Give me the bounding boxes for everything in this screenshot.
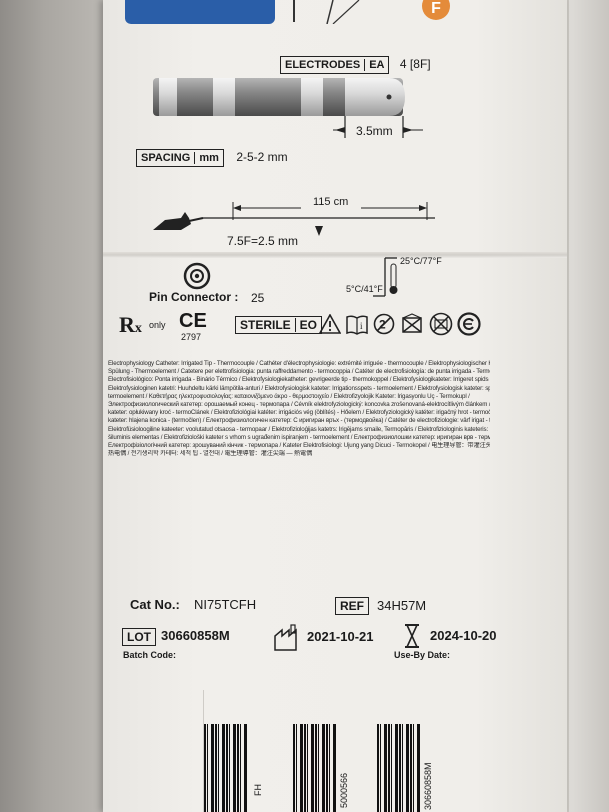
- description-line: kateter: opłukiwany kroć - termoČlánek /…: [108, 409, 490, 417]
- catheter-length: 115 cm: [313, 196, 349, 208]
- lot-number: 30660858M: [161, 628, 230, 643]
- temperature-limit-icon: [373, 257, 398, 297]
- manufacture-date: 2021-10-21: [307, 629, 374, 644]
- brand-logo-block: [125, 0, 275, 24]
- description-line: 热电偶 / 전기생리학 카테터: 세척 팁 - 열전대 / 電生理導管：灌注尖端…: [108, 450, 313, 458]
- description-line: termoelement / Καθετήρας ηλεκτροφυσιολογ…: [108, 392, 470, 400]
- do-not-use-if-damaged-icon: [402, 313, 422, 333]
- catheter-length-diagram: [153, 202, 435, 230]
- pin-connector-label: Pin Connector :: [149, 290, 239, 304]
- multilingual-description: Electrophysiology Catheter: Irrigated Ti…: [108, 360, 490, 458]
- description-line: Electrophysiology Catheter: Irrigated Ti…: [108, 360, 490, 367]
- barcode-3: [377, 724, 421, 812]
- barcode-region: [203, 690, 514, 812]
- catheter-tip-illustration: [153, 78, 405, 116]
- use-by-caption: Use-By Date:: [394, 650, 451, 660]
- description-line: kateter: hlajena konica - (termočlen) / …: [108, 417, 490, 425]
- catheter-diameter: 7.5F=2.5 mm: [227, 234, 299, 248]
- barcode-2: [293, 724, 337, 812]
- french-size-badge: F: [422, 0, 450, 20]
- description-line: Spülung - Thermoelement / Catetere per e…: [108, 368, 490, 376]
- temperature-high: 25°C/77°F: [400, 256, 442, 266]
- caution-icon: [319, 314, 341, 334]
- batch-code-caption: Batch Code:: [123, 650, 177, 660]
- background-right: [569, 0, 609, 812]
- rx-symbol-icon: Rx: [119, 312, 142, 337]
- spacing-value: 2-5-2 mm: [236, 150, 288, 164]
- ce-number: 2797: [181, 332, 202, 342]
- hourglass-icon: [405, 624, 419, 648]
- background-left: [0, 0, 110, 812]
- rx-only-label: only: [149, 320, 166, 330]
- barcode-text-1: FH: [253, 784, 263, 796]
- description-line: Elektrofysiologinen katetri: Huuhdeltu k…: [108, 384, 490, 392]
- svg-text:i: i: [360, 321, 363, 331]
- use-by-date: 2024-10-20: [430, 628, 497, 643]
- lot-label: LOT: [122, 628, 156, 646]
- tip-dimension: 3.5mm: [356, 124, 393, 138]
- description-line: šiluminis elementas / Elektrofiziološki …: [108, 433, 490, 441]
- non-pyrogenic-icon: [457, 312, 481, 336]
- tip-dimension-arrows: [333, 116, 423, 138]
- ref-label: REF: [335, 597, 369, 615]
- diameter-arrow-icon: [315, 226, 323, 236]
- catalog-label: Cat No.:: [130, 597, 180, 612]
- description-line: Electrofisiológico: Ponta irrigada - Bin…: [108, 376, 490, 384]
- ref-number: 34H57M: [377, 598, 427, 613]
- electrodes-value: 4 [8F]: [399, 57, 431, 71]
- description-line: Электрофизиологический катетер: орошаемы…: [108, 401, 490, 409]
- description-line: Elektrofüsioloogiline kateeter: voolutat…: [108, 425, 490, 433]
- do-not-reuse-icon: 2: [373, 313, 395, 335]
- diagram-arrow-icon: [326, 0, 360, 24]
- consult-instructions-icon: i: [346, 315, 368, 335]
- catalog-number: NI75TCFH: [194, 597, 257, 612]
- pin-connector-value: 25: [251, 291, 265, 305]
- barcode-text-3: 30660858M: [423, 762, 433, 810]
- pin-connector-icon: [183, 262, 211, 290]
- temperature-low: 5°C/41°F: [346, 284, 383, 294]
- do-not-resterilize-icon: [429, 312, 453, 336]
- description-line: Електрофізіологічний катетер: зрошуваний…: [108, 442, 490, 450]
- manufacture-date-icon: [274, 624, 297, 651]
- barcode-text-2: 5000566: [339, 772, 349, 808]
- ce-mark-icon: CE: [179, 310, 207, 332]
- divider-line: [293, 0, 295, 22]
- perforation-line: [103, 252, 567, 258]
- barcode-1: [204, 724, 248, 812]
